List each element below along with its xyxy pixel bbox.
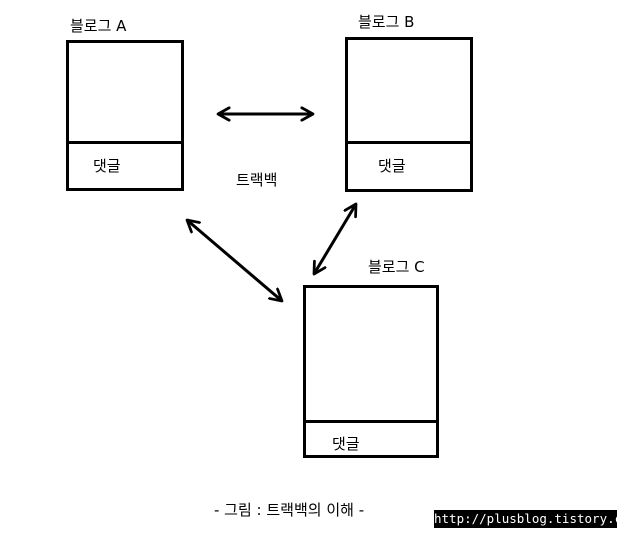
blog-b-comment: 댓글 bbox=[378, 157, 406, 175]
blog-c-title: 블로그 C bbox=[368, 258, 425, 276]
arrow-b-c bbox=[314, 204, 356, 274]
trackback-label: 트랙백 bbox=[236, 171, 278, 189]
blog-a-divider bbox=[69, 141, 181, 144]
blog-c-comment: 댓글 bbox=[332, 435, 360, 453]
blog-c-divider bbox=[306, 420, 436, 423]
arrow-a-c bbox=[187, 220, 282, 301]
blog-b-box: 댓글 bbox=[345, 37, 473, 192]
figure-caption: - 그림 : 트랙백의 이해 - bbox=[214, 501, 365, 519]
blog-a-comment: 댓글 bbox=[93, 157, 121, 175]
blog-c-box: 댓글 bbox=[303, 285, 439, 458]
blog-a-box: 댓글 bbox=[66, 40, 184, 191]
source-credit: http://plusblog.tistory.com/ bbox=[434, 510, 640, 528]
blog-a-title: 블로그 A bbox=[70, 17, 127, 35]
blog-b-title: 블로그 B bbox=[358, 13, 415, 31]
blog-b-divider bbox=[348, 141, 470, 144]
